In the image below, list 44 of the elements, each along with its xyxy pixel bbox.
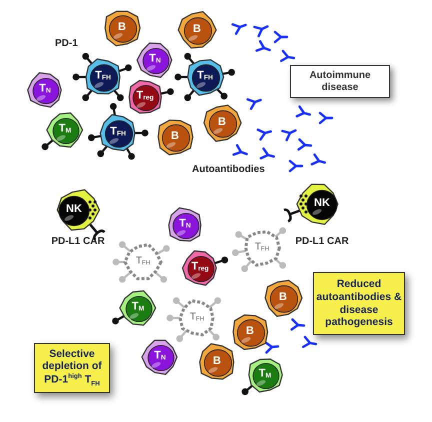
b-cell (103, 9, 141, 47)
b-cell (198, 343, 236, 381)
text-label: Autoantibodies (192, 164, 265, 176)
cell-label: T$_{FH}$ (254, 242, 270, 253)
cell-label: T$_{N}$ (148, 54, 162, 66)
text-label: PD-1 (55, 38, 78, 50)
box-text: Autoimmune disease (308, 70, 372, 94)
t-cell (167, 207, 203, 243)
cell-label: T$_{reg}$ (135, 90, 155, 102)
cell-label: B (278, 292, 288, 303)
cell-label: T$_{FH}$ (94, 70, 112, 82)
cell-label: T$_{FH}$ (188, 312, 206, 323)
cell-label: T$_{FH}$ (134, 256, 152, 267)
b-cell (264, 279, 302, 317)
box-text: Selective depletion of PD-1$^{high}$ T$_{FH}$ (41, 348, 103, 388)
b-cell (156, 118, 194, 156)
t-cell (27, 72, 63, 108)
t-cell (137, 42, 173, 78)
note-box (290, 65, 390, 98)
b-cell (203, 104, 241, 142)
cell-label: T$_{reg}$ (190, 262, 210, 274)
cell-label: T$_{N}$ (153, 350, 167, 362)
cell-label: NK (65, 204, 83, 215)
cell-label: B (192, 24, 202, 35)
cell-label: T$_{N}$ (38, 84, 52, 96)
b-cell (231, 313, 269, 351)
cell-label: B (170, 130, 180, 142)
cell-label: T$_{FH}$ (109, 126, 127, 138)
callout-box (313, 272, 405, 335)
box-text: Reduced autoantibodies & disease pathogenesis (316, 278, 402, 329)
cell-label: T$_{M}$ (58, 124, 72, 136)
cell-label: T$_{FH}$ (196, 70, 214, 82)
cell-label: T$_{N}$ (178, 218, 192, 230)
cell-label: T$_{M}$ (258, 368, 272, 380)
receptor-label: PD-L1 CAR (294, 236, 350, 248)
cell-label: NK (313, 198, 331, 209)
b-cell (178, 11, 216, 49)
cell-label: B (212, 356, 222, 367)
cell-label: B (117, 22, 127, 33)
cell-label: B (245, 326, 255, 337)
t-cell (142, 339, 178, 375)
callout-box (34, 343, 110, 393)
cell-label: B (217, 116, 227, 128)
cell-label: T$_{M}$ (130, 302, 146, 314)
